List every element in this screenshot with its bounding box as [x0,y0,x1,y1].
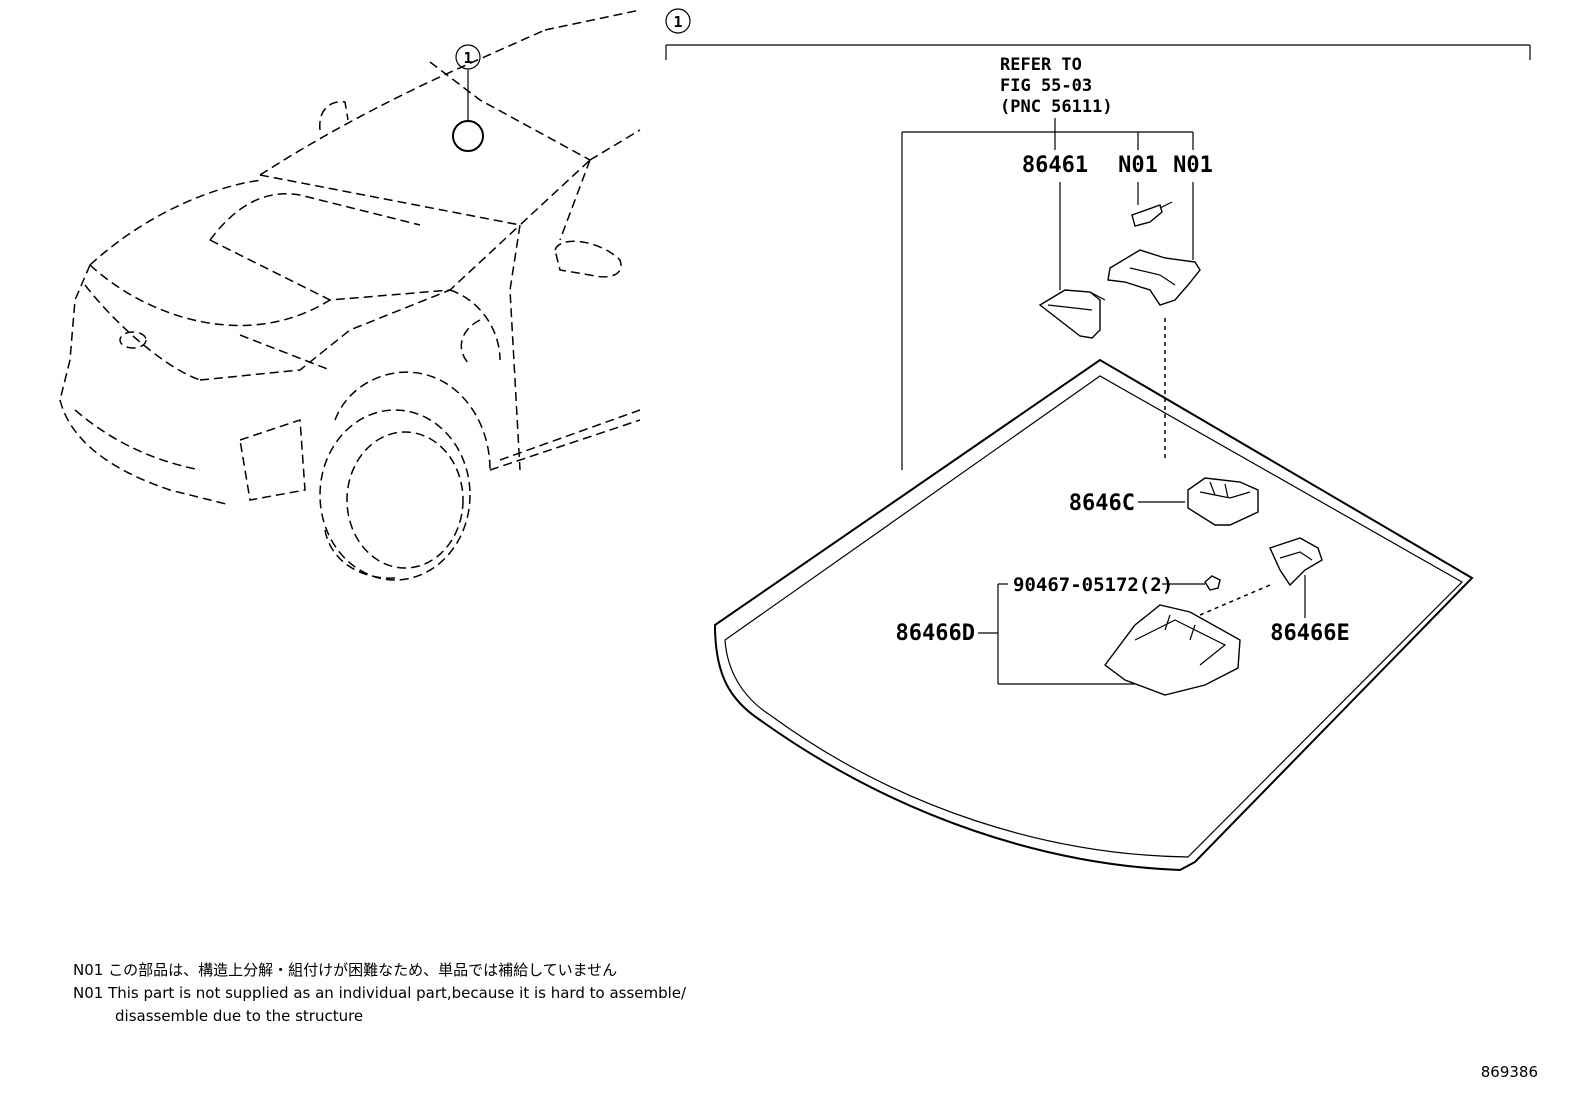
footnotes: N01 この部品は、構造上分解・組付けが困難なため、単品では補給していません N… [73,961,687,1025]
note-english-line1: N01 This part is not supplied as an indi… [73,984,687,1002]
vehicle-overview: 1 [59,9,641,581]
label-n01-a: N01 [1118,153,1158,178]
callout-number-left: 1 [463,49,472,67]
callout-circle-left [455,44,481,70]
note-japanese: N01 この部品は、構造上分解・組付けが困難なため、単品では補給していません [73,961,617,979]
part-n01-connector-shape [1131,204,1163,227]
part-n01-bracket-shape [1107,249,1201,306]
part-90467-clip-shape [1204,575,1221,591]
label-86466d: 86466D [896,621,975,646]
note-english-line2: disassemble due to the structure [115,1007,363,1025]
refer-to-line3: (PNC 56111) [1000,97,1113,117]
refer-to-line2: FIG 55-03 [1000,76,1092,96]
location-marker [452,120,484,152]
refer-to-line1: REFER TO [1000,55,1082,75]
callout-circle-right [665,8,691,34]
part-86466d-shape [1104,604,1241,696]
label-86466e: 86466E [1270,621,1349,646]
windshield-glass [713,358,1474,872]
label-90467-05172: 90467-05172(2) [1013,574,1173,596]
figure-id: 869386 [1481,1063,1538,1081]
part-86461-shape [1038,289,1101,339]
part-86466e-shape [1269,537,1323,587]
part-8646c-shape [1187,477,1259,526]
label-n01-b: N01 [1173,153,1213,178]
callout-number-right: 1 [673,13,682,31]
label-86461: 86461 [1022,153,1088,178]
detail-view: 1 REFER TO FIG 55-03 (PNC 56111) 86461 N… [665,8,1531,872]
label-8646c: 8646C [1069,491,1135,516]
